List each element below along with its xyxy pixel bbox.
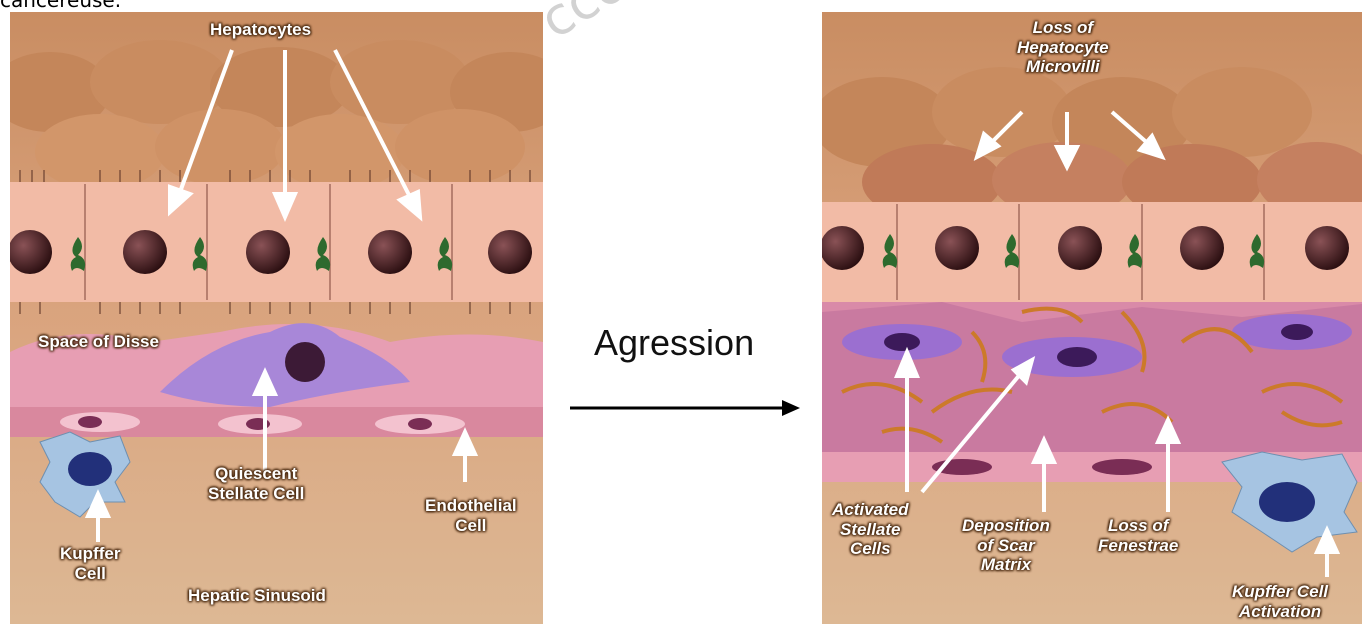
fibrotic-liver-illustration: Loss of Hepatocyte Microvilli Activated … bbox=[822, 12, 1362, 624]
hepatocyte-row bbox=[822, 202, 1362, 302]
label-kupffer-cell: Kupffer Cell bbox=[60, 544, 120, 583]
label-kupffer-cell-activation: Kupffer Cell Activation bbox=[1232, 582, 1328, 621]
label-hepatic-sinusoid: Hepatic Sinusoid bbox=[188, 586, 326, 606]
right-arrow-icon bbox=[570, 395, 800, 421]
caption-fragment: cancéreuse. bbox=[0, 0, 121, 12]
label-deposition-of-scar-matrix: Deposition of Scar Matrix bbox=[962, 516, 1050, 575]
hepatocyte-mass bbox=[822, 67, 1362, 220]
label-space-of-disse: Space of Disse bbox=[38, 332, 159, 352]
label-activated-stellate-cells: Activated Stellate Cells bbox=[832, 500, 909, 559]
agression-label: Agression bbox=[594, 322, 754, 364]
label-loss-of-hepatocyte-microvilli: Loss of Hepatocyte Microvilli bbox=[1017, 18, 1109, 77]
label-hepatocytes: Hepatocytes bbox=[210, 20, 311, 40]
normal-liver-illustration: Hepatocytes Space of Disse Quiescent Ste… bbox=[10, 12, 543, 624]
label-loss-of-fenestrae: Loss of Fenestrae bbox=[1098, 516, 1178, 555]
fibrotic-matrix bbox=[822, 302, 1362, 482]
hepatocyte-row bbox=[10, 170, 543, 314]
label-endothelial-cell: Endothelial Cell bbox=[425, 496, 517, 535]
label-quiescent-stellate-cell: Quiescent Stellate Cell bbox=[208, 464, 304, 503]
